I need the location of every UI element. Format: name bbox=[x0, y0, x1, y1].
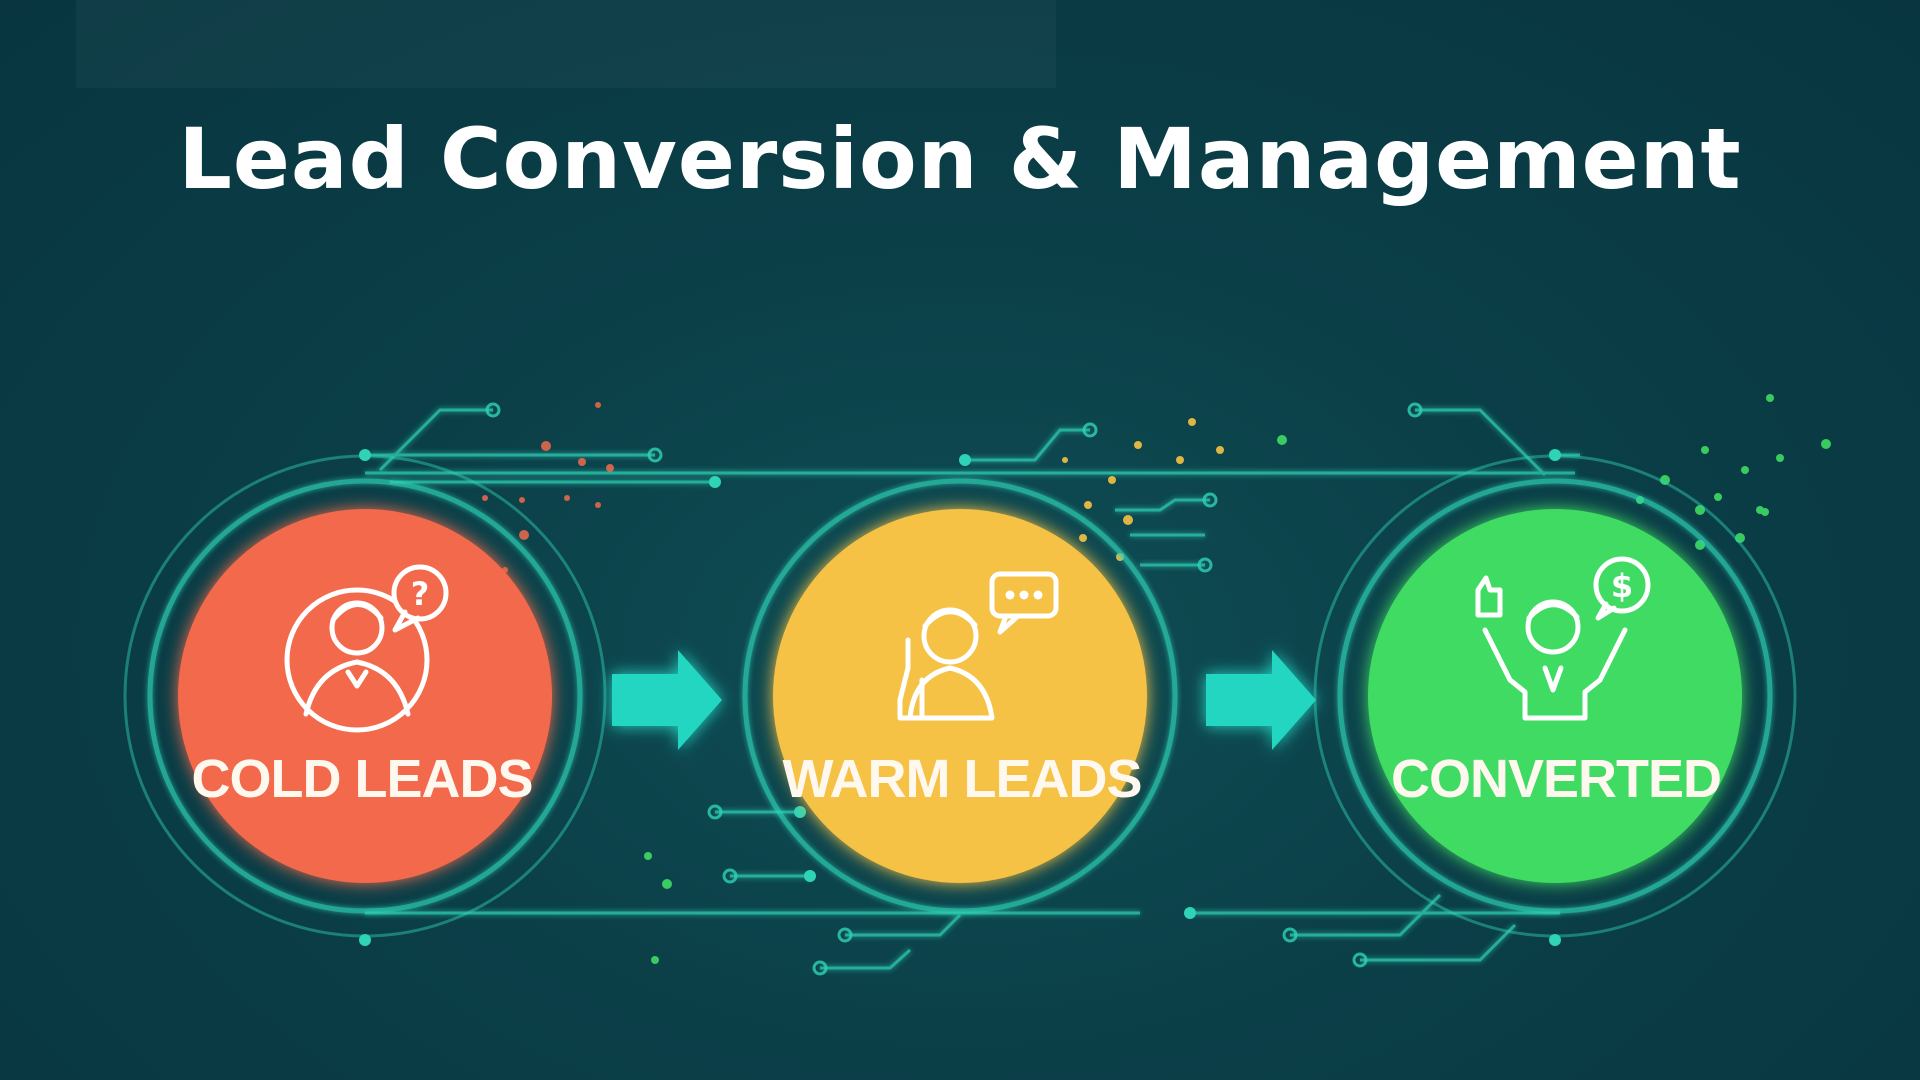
warm-leads-circle bbox=[773, 509, 1147, 883]
particles-green bbox=[644, 394, 1831, 964]
converted-circle bbox=[1368, 509, 1742, 883]
person-chat-icon bbox=[897, 571, 1059, 721]
converted-label: CONVERTED bbox=[1391, 749, 1721, 809]
particles-cold bbox=[482, 402, 614, 573]
page-title: Lead Conversion & Management bbox=[178, 110, 1742, 208]
particles-warm bbox=[1062, 418, 1224, 561]
cold-leads-label: COLD LEADS bbox=[192, 749, 533, 809]
svg-text:?: ? bbox=[411, 575, 430, 613]
circuit-traces bbox=[365, 408, 1580, 970]
circuit-dots-filled bbox=[359, 449, 1561, 946]
stage-converted: $ CONVERTED bbox=[1313, 454, 1797, 938]
warm-leads-label: WARM LEADS bbox=[783, 749, 1142, 809]
person-celebrating-dollar-icon: $ bbox=[1475, 556, 1651, 721]
stage-warm-leads: WARM LEADS bbox=[742, 478, 1178, 914]
person-question-icon: ? bbox=[284, 564, 449, 733]
arrow-right-icon bbox=[1206, 650, 1316, 750]
svg-text:$: $ bbox=[1611, 567, 1633, 605]
stage-cold-leads: ? COLD LEADS bbox=[123, 454, 607, 938]
circuit-nodes bbox=[485, 402, 1423, 976]
arrow-right-icon bbox=[612, 650, 722, 750]
cold-leads-circle bbox=[178, 509, 552, 883]
